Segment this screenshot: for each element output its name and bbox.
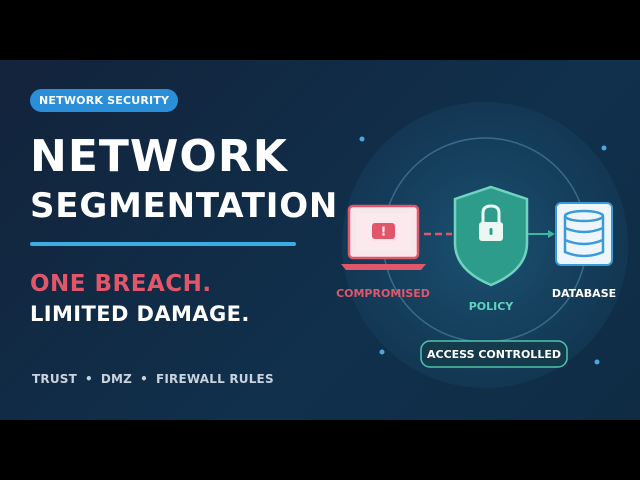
hero-banner: NETWORK SECURITY NETWORK SEGMENTATION ON… (0, 60, 640, 420)
category-badge: NETWORK SECURITY (30, 89, 179, 112)
tagline-breach: ONE BREACH. (30, 271, 212, 297)
topic-dmz: DMZ (100, 372, 133, 386)
tagline-damage: LIMITED DAMAGE. (30, 302, 250, 326)
compromised-label: COMPROMISED (336, 287, 430, 300)
access-controlled-label: ACCESS CONTROLLED (427, 348, 561, 361)
topic-separator: • (85, 372, 93, 386)
alert-icon: ! (372, 223, 395, 239)
alert-symbol: ! (381, 225, 386, 239)
sparkle-dot (594, 359, 600, 365)
lock-icon (479, 204, 503, 241)
sparkle-dot (359, 136, 365, 142)
topic-separator: • (140, 372, 148, 386)
segmentation-diagram: ! COMPROMISED POLICY DATABASE ACCESS CON… (336, 102, 628, 388)
topic-list: TRUST • DMZ • FIREWALL RULES (32, 372, 274, 386)
topic-firewall-rules: FIREWALL RULES (155, 372, 274, 386)
allowed-arrow (548, 230, 555, 238)
title-underline (30, 242, 296, 246)
database-icon (555, 202, 613, 266)
page-title-line1: NETWORK (30, 131, 288, 182)
access-controlled-pill (420, 340, 568, 368)
database-label: DATABASE (552, 287, 616, 300)
policy-label: POLICY (469, 300, 515, 313)
topic-trust: TRUST (32, 372, 77, 386)
sparkle-dot (601, 145, 607, 151)
page-title-line2: SEGMENTATION (30, 186, 339, 226)
sparkle-dot (379, 349, 385, 355)
